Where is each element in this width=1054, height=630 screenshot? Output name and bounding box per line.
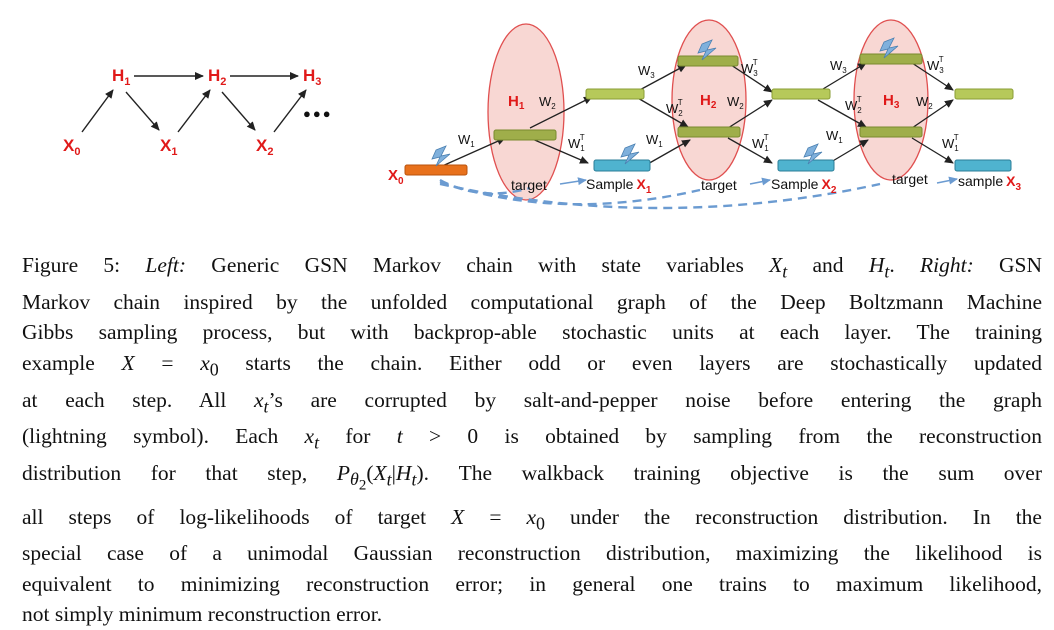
- arrow-h2top-h3top: [635, 64, 687, 93]
- w1t-label: W1T: [942, 133, 959, 153]
- left-x1-label: X1: [160, 136, 177, 158]
- h2-bar-2: [771, 88, 831, 100]
- w2-label: W2: [916, 94, 933, 111]
- left-gsn-chain: H1 H2 H3 X0 X1 X2 ●●●: [63, 66, 333, 158]
- w3t-label: W3T: [741, 58, 758, 78]
- caption-line: (lightning symbol). Each xt for t > 0 is…: [22, 424, 1042, 453]
- arrow-x0-h1: [439, 137, 506, 168]
- caption-line: Figure 5: Left: Generic GSN Markov chain…: [22, 253, 1043, 282]
- left-h2-label: H2: [208, 66, 226, 88]
- figure-5-diagram: H1 H2 H3 X0 X1 X2 ●●●: [63, 19, 1021, 210]
- w3-label: W3: [830, 58, 847, 75]
- caption-line: at each step. All xt’s are corrupted by …: [22, 387, 1042, 416]
- target-label-1: target: [511, 177, 547, 193]
- h2-bar-3: [954, 88, 1014, 100]
- h1-ellipse: [487, 23, 565, 201]
- x1-sample-bar: [593, 159, 651, 172]
- arrow-h2b-h3top2: [817, 62, 867, 93]
- caption-line: equivalent to minimizing reconstruction …: [22, 571, 1042, 596]
- arrow-x2-h3: [273, 89, 307, 133]
- h2-bar-1: [585, 88, 645, 100]
- left-x2-label: X2: [256, 136, 273, 158]
- caption-line: not simply minimum reconstruction error.: [22, 602, 383, 627]
- arrow-h1-h2top: [529, 96, 593, 129]
- w1-label: W1: [458, 132, 475, 149]
- caption-line: Markov chain inspired by the unfolded co…: [22, 289, 1042, 314]
- lightning-icon: [879, 37, 899, 59]
- h2-label: H2: [700, 92, 717, 111]
- caption-line: special case of a unimodal Gaussian reco…: [22, 541, 1042, 566]
- w1t-label: W1T: [568, 133, 585, 153]
- w2t-label: W2T: [845, 95, 862, 115]
- w2-label: W2: [539, 94, 556, 111]
- arrow-h2b-h1c: [817, 99, 867, 128]
- dashed-target-2: [439, 180, 701, 206]
- h1-label: H1: [508, 93, 525, 112]
- lightning-icon: [431, 145, 451, 167]
- arrow-h1b-h2b: [727, 99, 773, 129]
- right-gsn-dbm-chain: X0 H1 H2 H3 W2 W1 W1T W3 W2T W2 W1 W3T W…: [388, 19, 1021, 210]
- x2-sample-bar: [777, 159, 835, 172]
- target-arrow-1: [559, 177, 587, 186]
- arrow-h2-x2: [221, 91, 256, 131]
- caption-line: distribution for that step, Pθ2(Xt|Ht). …: [22, 461, 1042, 495]
- arrow-h1b-x2: [727, 137, 773, 164]
- arrow-h2top-h1b: [635, 96, 689, 128]
- target-label-2: target: [701, 177, 737, 193]
- lightning-icon: [803, 143, 823, 165]
- h1-bar-3: [859, 126, 923, 138]
- target-label-3: target: [892, 171, 928, 187]
- h3-bar-2: [859, 53, 923, 65]
- h1-bar-2: [677, 126, 741, 138]
- target-arrow-3: [936, 176, 958, 185]
- arrow-x1-h2: [177, 89, 211, 133]
- arrow-x0-h1: [81, 89, 114, 133]
- arrow-x1-h1b: [645, 139, 691, 166]
- arrow-h1-x1: [125, 91, 160, 131]
- caption-line: example X = x0 starts the chain. Either …: [22, 350, 1042, 380]
- left-h3-label: H3: [303, 66, 321, 88]
- h3-label: H3: [883, 92, 900, 111]
- x0-input-bar: [404, 164, 468, 176]
- arrow-h1c-h2c: [911, 99, 954, 129]
- x0-label: X0: [388, 167, 404, 187]
- w1-label: W1: [646, 132, 663, 149]
- dashed-target-3: [439, 182, 881, 210]
- w3t-label: W3T: [927, 55, 944, 75]
- caption-line: Gibbs sampling process, but with backpro…: [22, 320, 1042, 345]
- h1-bar-1: [493, 129, 557, 141]
- w1t-label: W1T: [752, 133, 769, 153]
- dashed-target-1: [439, 178, 531, 195]
- w2-label: W2: [727, 94, 744, 111]
- caption-line: all steps of log-likelihoods of target X…: [22, 504, 1042, 533]
- left-h1-label: H1: [112, 66, 130, 88]
- left-x0-label: X0: [63, 136, 80, 158]
- w1-label: W1: [826, 128, 843, 145]
- w2t-label: W2T: [666, 98, 683, 118]
- arrow-h1-x1: [529, 137, 589, 164]
- arrow-h1c-x3: [911, 137, 954, 164]
- target-arrow-2: [749, 177, 771, 186]
- lightning-icon: [697, 39, 717, 61]
- x3-sample-bar: [954, 159, 1012, 172]
- arrow-h3top-h2b: [727, 62, 773, 93]
- lightning-icon: [620, 143, 640, 165]
- ellipsis-dots: ●●●: [303, 106, 333, 121]
- w3-label: W3: [638, 63, 655, 80]
- figure-caption: Figure 5: Left: Generic GSN Markov chain…: [22, 250, 1042, 630]
- h3-bar-1: [677, 55, 739, 67]
- arrow-h3top2-h2c: [911, 62, 954, 91]
